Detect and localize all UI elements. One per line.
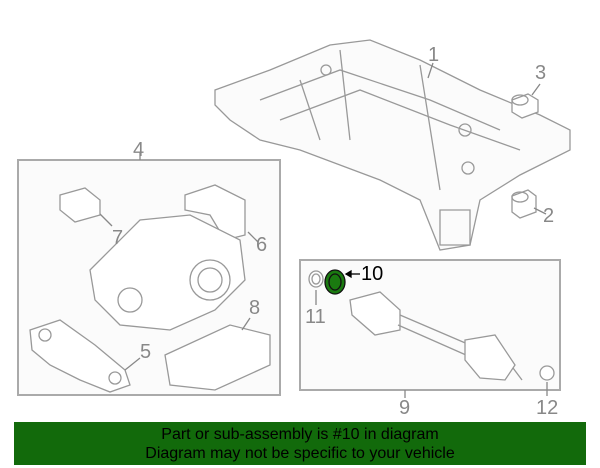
callout-11: 11 xyxy=(305,306,326,328)
callout-2: 2 xyxy=(543,205,555,227)
banner-line-1: Part or sub-assembly is #10 in diagram xyxy=(161,426,439,443)
mount-part-5[interactable] xyxy=(29,319,141,393)
callout-10: 10 xyxy=(361,263,384,285)
banner-line-2: Diagram may not be specific to your vehi… xyxy=(145,445,455,462)
callout-3: 3 xyxy=(535,62,547,84)
bushing-part-2[interactable] xyxy=(511,189,547,219)
callout-9: 9 xyxy=(399,397,411,419)
cover-part-8[interactable] xyxy=(164,317,271,391)
callout-5: 5 xyxy=(140,341,152,363)
callout-6: 6 xyxy=(256,234,268,256)
washer-part-11[interactable] xyxy=(308,270,324,288)
callout-12: 12 xyxy=(536,397,559,419)
callout-8: 8 xyxy=(249,297,261,319)
info-banner: Part or sub-assembly is #10 in diagram D… xyxy=(14,422,586,465)
subframe-part-1[interactable] xyxy=(214,39,571,251)
callout-7: 7 xyxy=(112,227,124,249)
bushing-part-3[interactable] xyxy=(511,83,541,119)
callout-4: 4 xyxy=(133,139,145,161)
seal-part-10-highlighted[interactable] xyxy=(324,269,360,295)
nut-part-12[interactable] xyxy=(539,365,555,396)
differential-housing[interactable] xyxy=(89,214,246,331)
sensor-part-7[interactable] xyxy=(59,187,113,227)
axle-shaft-part-9[interactable] xyxy=(349,291,523,381)
callout-1: 1 xyxy=(428,44,440,66)
